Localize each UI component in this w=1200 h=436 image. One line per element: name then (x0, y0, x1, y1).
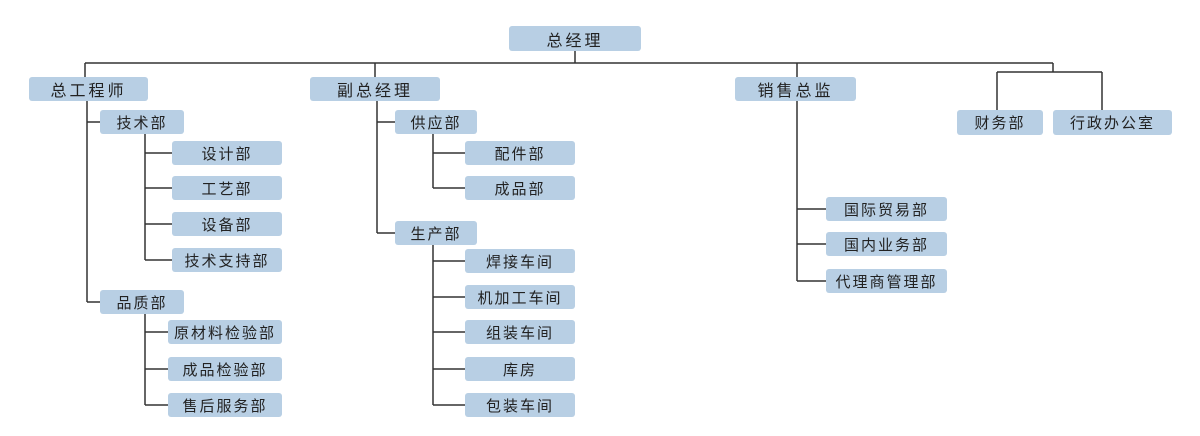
node-parts-dept: 配件部 (465, 141, 575, 165)
node-welding-workshop: 焊接车间 (465, 249, 575, 273)
node-process-dept: 工艺部 (172, 176, 282, 200)
node-sales-director: 销售总监 (735, 77, 856, 101)
node-product-inspection: 成品检验部 (168, 357, 282, 381)
node-design-dept: 设计部 (172, 141, 282, 165)
node-after-sales-service: 售后服务部 (168, 393, 282, 417)
node-finance-dept: 财务部 (957, 110, 1043, 135)
node-finished-goods-dept: 成品部 (465, 176, 575, 200)
node-international-trade-dept: 国际贸易部 (826, 197, 947, 221)
node-equipment-dept: 设备部 (172, 212, 282, 236)
node-packaging-workshop: 包装车间 (465, 393, 575, 417)
node-general-manager: 总经理 (509, 26, 641, 51)
node-machining-workshop: 机加工车间 (465, 285, 575, 309)
node-technical-dept: 技术部 (100, 110, 184, 134)
node-chief-engineer: 总工程师 (29, 77, 148, 101)
node-deputy-general-manager: 副总经理 (310, 77, 440, 101)
node-agent-management-dept: 代理商管理部 (826, 269, 947, 293)
node-admin-office: 行政办公室 (1053, 110, 1172, 135)
node-quality-dept: 品质部 (100, 290, 184, 314)
node-warehouse: 库房 (465, 357, 575, 381)
node-production-dept: 生产部 (395, 221, 477, 245)
node-assembly-workshop: 组装车间 (465, 320, 575, 344)
node-tech-support-dept: 技术支持部 (172, 248, 282, 272)
node-raw-material-inspection: 原材料检验部 (168, 320, 282, 344)
node-domestic-business-dept: 国内业务部 (826, 232, 947, 256)
node-supply-dept: 供应部 (395, 110, 477, 134)
